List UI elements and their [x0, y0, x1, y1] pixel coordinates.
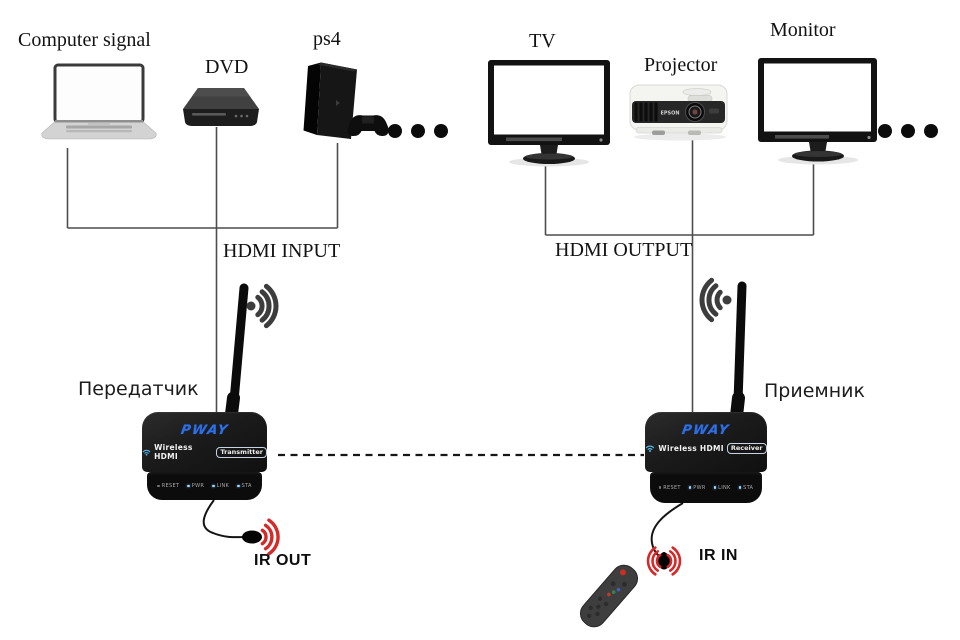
receiver-role-badge: Receiver: [726, 443, 767, 454]
transmitter-panel-link: LINK: [216, 483, 230, 489]
receiver-top-face: PWAY Wireless HDMI Receiver: [645, 412, 767, 472]
receiver-antenna: [730, 281, 747, 423]
ellipsis-left-icon: [388, 124, 448, 138]
dvd-label: DVD: [205, 56, 249, 78]
wifi-signal-transmit-icon: [246, 283, 279, 329]
ir-receiver-icon: [646, 502, 684, 576]
ellipsis-right-icon: [878, 124, 938, 138]
hdmi-input-label: HDMI INPUT: [223, 240, 341, 262]
wifi-signal-receive-icon: [699, 277, 732, 323]
hdmi-output-label: HDMI OUTPUT: [555, 239, 693, 261]
laptop-icon: [41, 63, 157, 140]
ir-emitter-icon: [202, 499, 280, 556]
transmitter-panel-reset: RESET: [161, 483, 180, 489]
remote-control-icon: [579, 564, 639, 628]
tv-label: TV: [529, 30, 556, 52]
receiver-panel-pwr: PWR: [693, 484, 706, 491]
transmitter-panel-pwr: PWR: [191, 483, 205, 489]
projector-brand-text: EPSON: [660, 111, 679, 117]
monitor-label: Monitor: [770, 19, 836, 41]
projector-label: Projector: [644, 54, 718, 76]
tv-icon: [488, 60, 610, 167]
mini-wifi-icon: [142, 449, 151, 456]
hdmi-output-bracket: [544, 139, 815, 413]
receiver-panel-sta: STA: [743, 484, 754, 491]
receiver-front-panel: RESET PWR LINK STA: [650, 472, 762, 503]
receiver-ru-label: Приемник: [764, 380, 865, 402]
receiver-panel-link: LINK: [718, 484, 731, 491]
transmitter-brand-logo: PWAY: [179, 423, 230, 438]
computer-signal-label: Computer signal: [18, 29, 151, 51]
transmitter-front-panel: RESET PWR LINK STA: [147, 472, 262, 500]
transmitter-role-badge: Transmitter: [216, 446, 267, 458]
transmitter-top-face: PWAY Wireless HDMI Transmitter: [142, 412, 267, 472]
ir-out-label: IR OUT: [254, 552, 312, 569]
receiver-device: PWAY Wireless HDMI Receiver RESET PWR LI…: [645, 412, 767, 503]
ps4-console-icon: [303, 62, 389, 139]
transmitter-product-name: Wireless HDMI: [154, 443, 193, 461]
ps4-label: ps4: [313, 28, 341, 50]
monitor-icon: [758, 58, 877, 165]
ir-in-label: IR IN: [699, 547, 738, 564]
receiver-brand-logo: PWAY: [680, 423, 732, 438]
transmitter-antenna: [224, 283, 249, 425]
projector-icon: EPSON: [629, 84, 728, 141]
receiver-panel-reset: RESET: [663, 484, 681, 491]
transmitter-ru-label: Передатчик: [78, 378, 199, 400]
dvd-player-icon: [183, 88, 259, 126]
hdmi-input-bracket: [66, 127, 339, 413]
transmitter-device: PWAY Wireless HDMI Transmitter RESET PWR…: [142, 412, 267, 500]
mini-wifi-icon: [646, 445, 655, 452]
receiver-product-name: Wireless HDMI: [658, 444, 724, 453]
transmitter-panel-sta: STA: [241, 483, 252, 489]
